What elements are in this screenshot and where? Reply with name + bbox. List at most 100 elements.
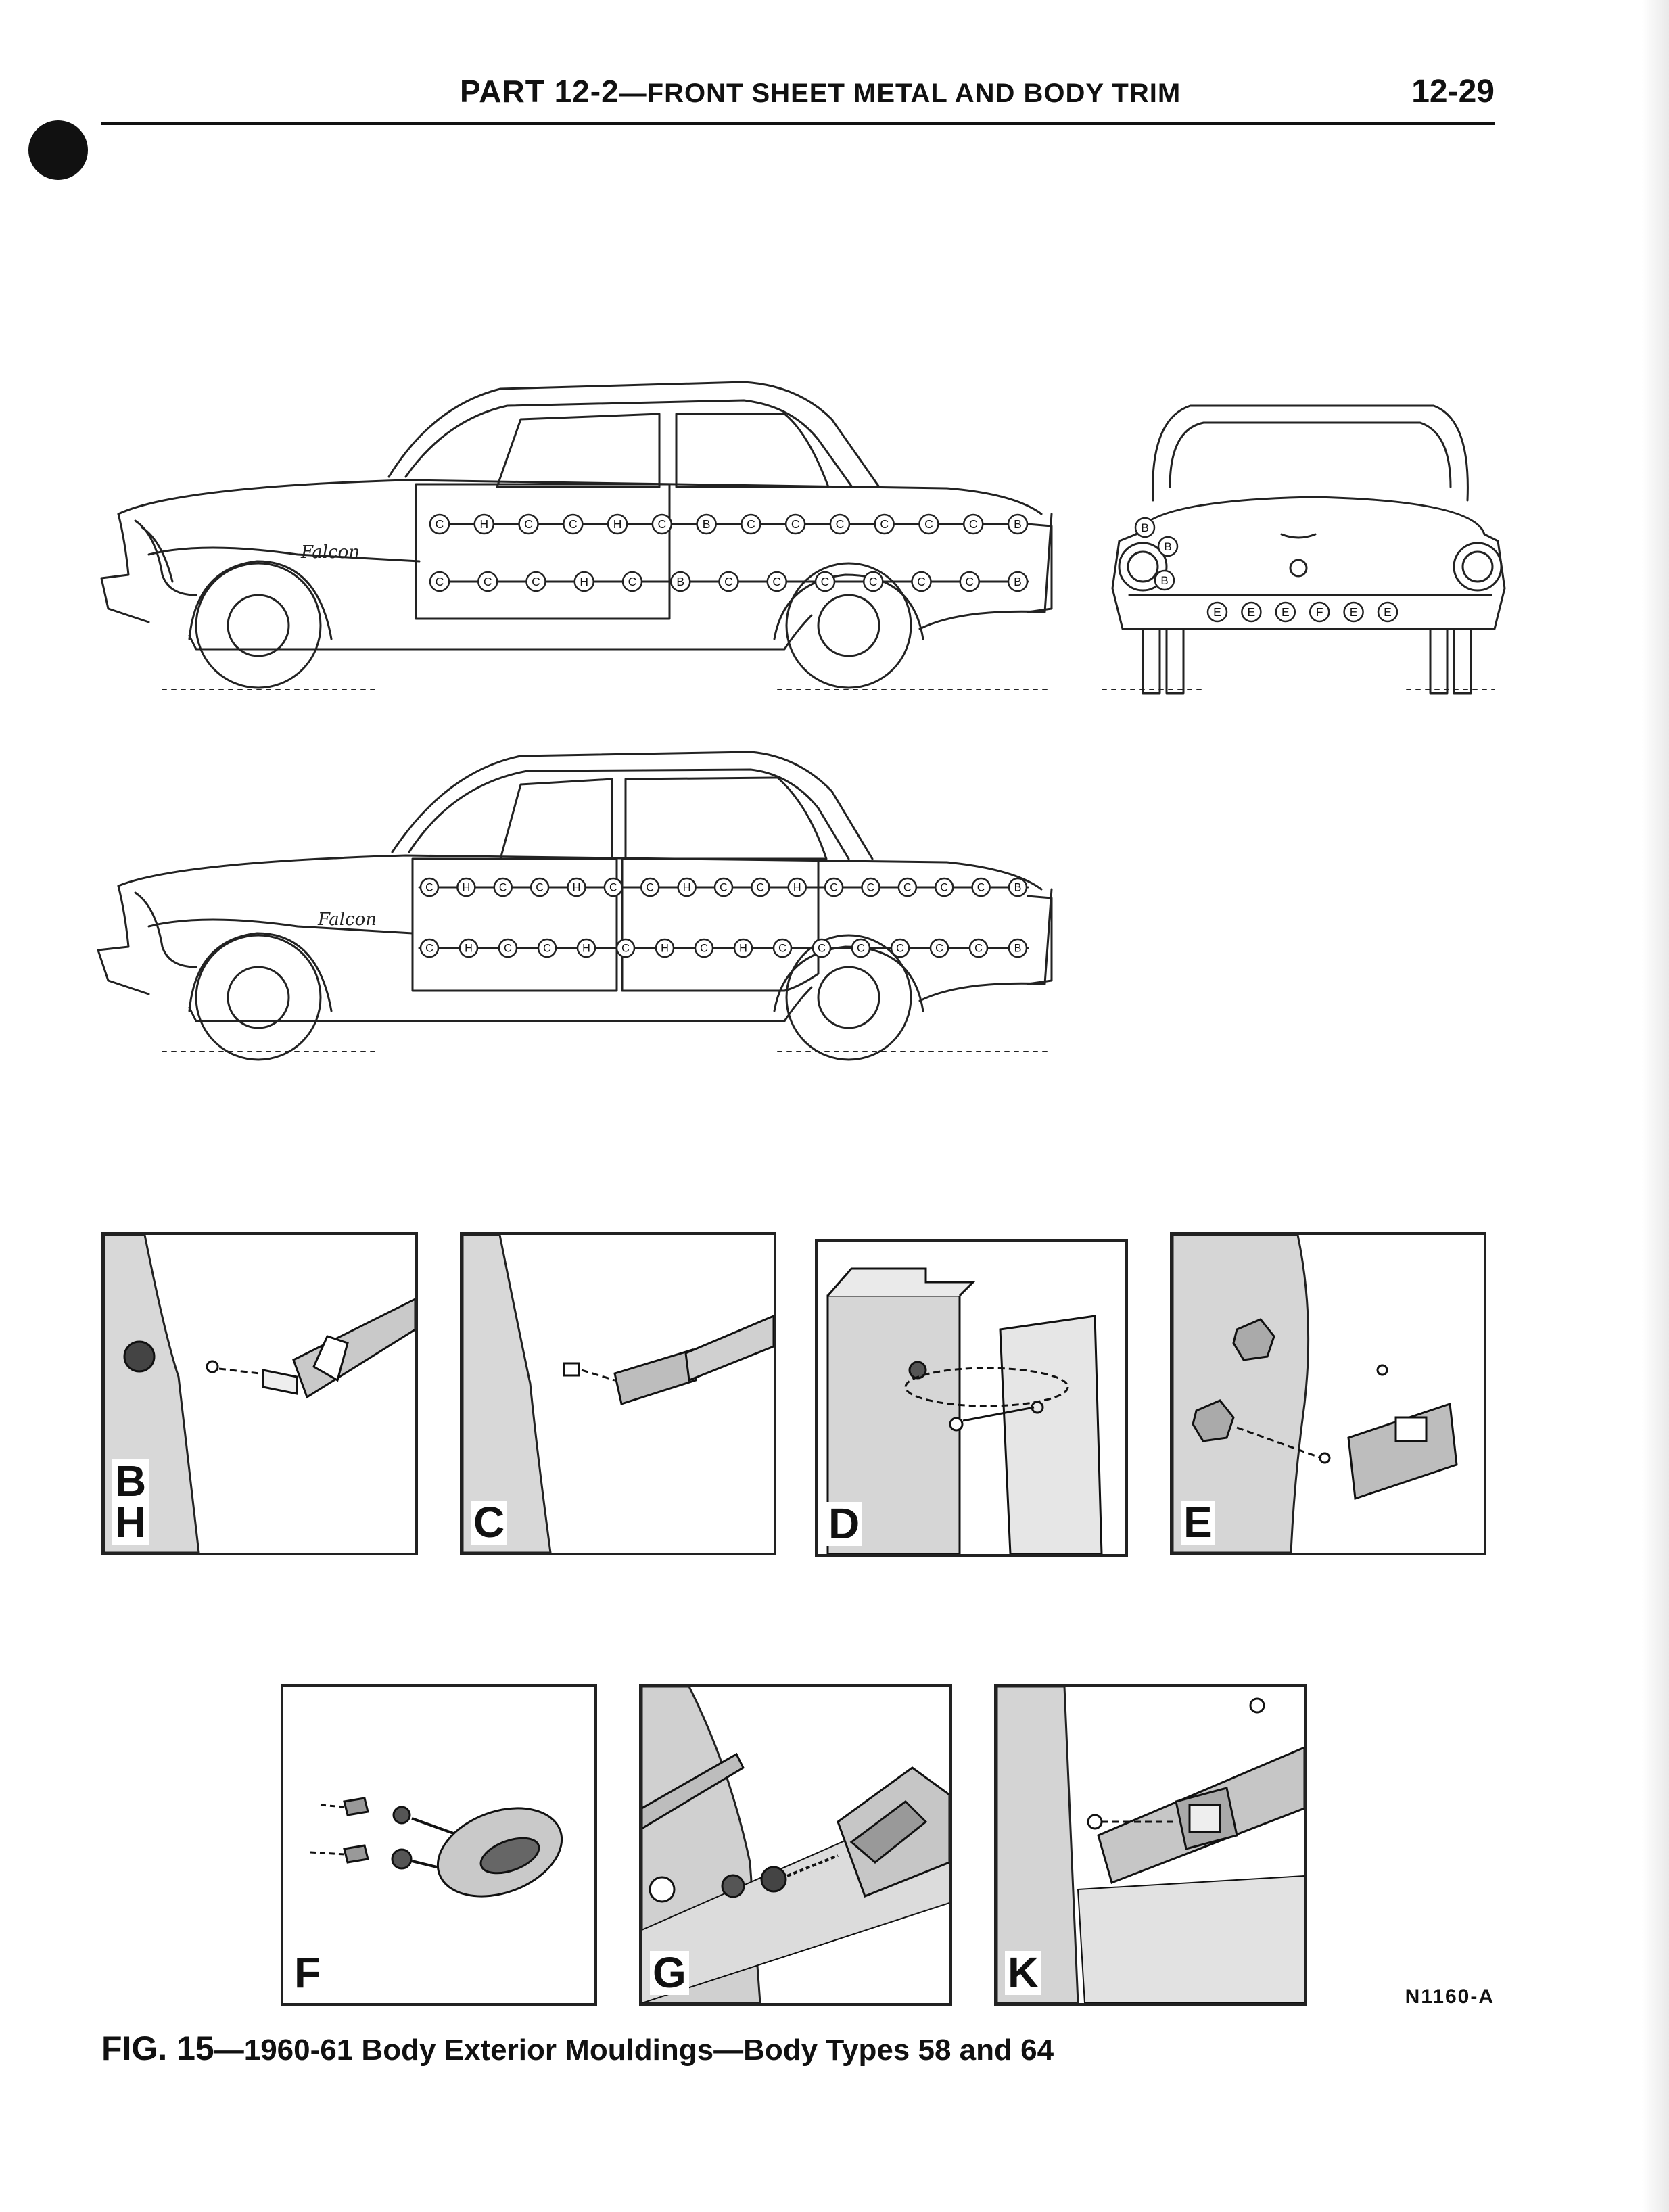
clip-callout-circle <box>655 938 675 958</box>
clip-callout-letter: C <box>857 942 865 954</box>
clip-callout-circle <box>733 938 753 958</box>
clip-callout-circle <box>861 877 880 897</box>
clip-bh-illustration <box>104 1235 415 1553</box>
clip-callout-letter: C <box>720 881 728 893</box>
clip-callout-circle <box>829 513 851 535</box>
header-rule <box>101 122 1495 125</box>
clip-callout-circle <box>1134 517 1156 538</box>
clip-callout-circle <box>573 571 594 592</box>
clip-callout-letter: C <box>724 575 733 588</box>
clip-callout-circle <box>640 877 660 897</box>
clip-callout-letter: C <box>757 881 765 893</box>
clip-callout-circle <box>477 571 498 592</box>
clip-callout-letter: C <box>974 942 983 954</box>
panel-letter: C <box>473 1498 505 1547</box>
panel-letters-c: C <box>471 1498 508 1547</box>
clip-callout-letter: C <box>903 881 912 893</box>
panel-letters-f: F <box>291 1948 324 1998</box>
clip-callout-circle <box>677 877 697 897</box>
clip-callout-letter: C <box>646 881 654 893</box>
clip-callout-letter: F <box>1316 605 1323 619</box>
clip-callout-circle <box>1008 877 1028 897</box>
clip-callout-letter: B <box>676 575 684 588</box>
clip-callout-circle <box>1007 571 1029 592</box>
clip-callout-letter: E <box>1248 605 1256 619</box>
clip-callout-letter: C <box>880 517 889 531</box>
clip-callout-letter: B <box>1141 521 1148 534</box>
clip-callout-letter: B <box>1014 575 1022 588</box>
clip-callout-circle <box>1241 601 1262 623</box>
clip-callout-circle <box>603 877 624 897</box>
clip-callout-circle <box>929 938 949 958</box>
clip-callout-letter: C <box>425 881 433 893</box>
panel-letters-bh: B H <box>112 1459 149 1545</box>
clip-callout-circle <box>911 571 932 592</box>
clip-callout-circle <box>530 877 550 897</box>
clip-callout-letter: E <box>1213 605 1221 619</box>
panel-letter: E <box>1183 1498 1213 1547</box>
clip-c-illustration <box>463 1235 774 1553</box>
clip-callout-circle <box>890 938 910 958</box>
clip-k-illustration <box>997 1687 1304 2003</box>
clip-callout-letter: E <box>1384 605 1392 619</box>
clip-callout-letter: H <box>683 881 691 893</box>
clip-callout-letter: H <box>613 517 622 531</box>
clip-callout-circle <box>563 513 584 535</box>
falcon-script-badge-lower: Falcon <box>317 910 377 930</box>
clip-callout-letter: B <box>1160 574 1168 587</box>
clip-callout-circle <box>615 938 636 958</box>
clip-callout-letter: C <box>436 575 444 588</box>
panel-letters-g: G <box>650 1951 689 1995</box>
clip-callout-circle <box>812 938 832 958</box>
clip-callout-letter: C <box>867 881 875 893</box>
clip-callout-letter: C <box>425 942 433 954</box>
clip-callout-letter: C <box>969 517 978 531</box>
clip-callout-circle <box>718 571 739 592</box>
clip-callout-circle <box>429 513 450 535</box>
clip-callout-circle <box>1008 938 1028 958</box>
falcon-script-badge-upper: Falcon <box>300 542 360 563</box>
clip-callout-circle <box>1154 569 1175 591</box>
clip-callout-circle <box>473 513 495 535</box>
four-door-side-view <box>97 751 1053 1061</box>
clip-callout-letter: H <box>739 942 747 954</box>
panel-letters-k: K <box>1005 1951 1042 1995</box>
page-header: PART 12-2—FRONT SHEET METAL AND BODY TRI… <box>101 73 1495 120</box>
clip-callout-letter: H <box>573 881 581 893</box>
detail-panel-c: C <box>460 1232 776 1555</box>
clip-callout-letter: C <box>499 881 507 893</box>
clip-callout-circle <box>694 938 714 958</box>
clip-callout-circle <box>1377 601 1398 623</box>
clip-callout-letter: C <box>658 517 667 531</box>
clip-callout-letter: C <box>609 881 617 893</box>
clip-callout-letter: C <box>977 881 985 893</box>
clip-callout-circle <box>1309 601 1330 623</box>
clip-callout-circle <box>576 938 596 958</box>
clip-callout-circle <box>874 513 895 535</box>
clip-callout-circle <box>766 571 787 592</box>
clip-callout-circle <box>459 938 479 958</box>
clip-callout-letter: C <box>896 942 904 954</box>
two-door-side-view <box>100 381 1053 690</box>
clip-callout-circle <box>814 571 836 592</box>
clip-callout-letter: C <box>700 942 708 954</box>
panel-letter: F <box>294 1948 321 1998</box>
clip-callout-letter: C <box>935 942 943 954</box>
clip-callout-letter: H <box>793 881 801 893</box>
clip-callout-letter: C <box>621 942 630 954</box>
clip-callout-circle <box>670 571 691 592</box>
page-number: 12-29 <box>1411 74 1495 110</box>
clip-callout-letter: C <box>543 942 551 954</box>
clip-callout-letter: C <box>836 517 845 531</box>
clip-callout-circle <box>713 877 734 897</box>
clip-callout-circle <box>537 938 557 958</box>
clip-callout-letter: H <box>463 881 471 893</box>
clip-callout-letter: E <box>1282 605 1290 619</box>
clip-f-illustration <box>310 1797 563 1898</box>
clip-callout-circle <box>962 513 984 535</box>
